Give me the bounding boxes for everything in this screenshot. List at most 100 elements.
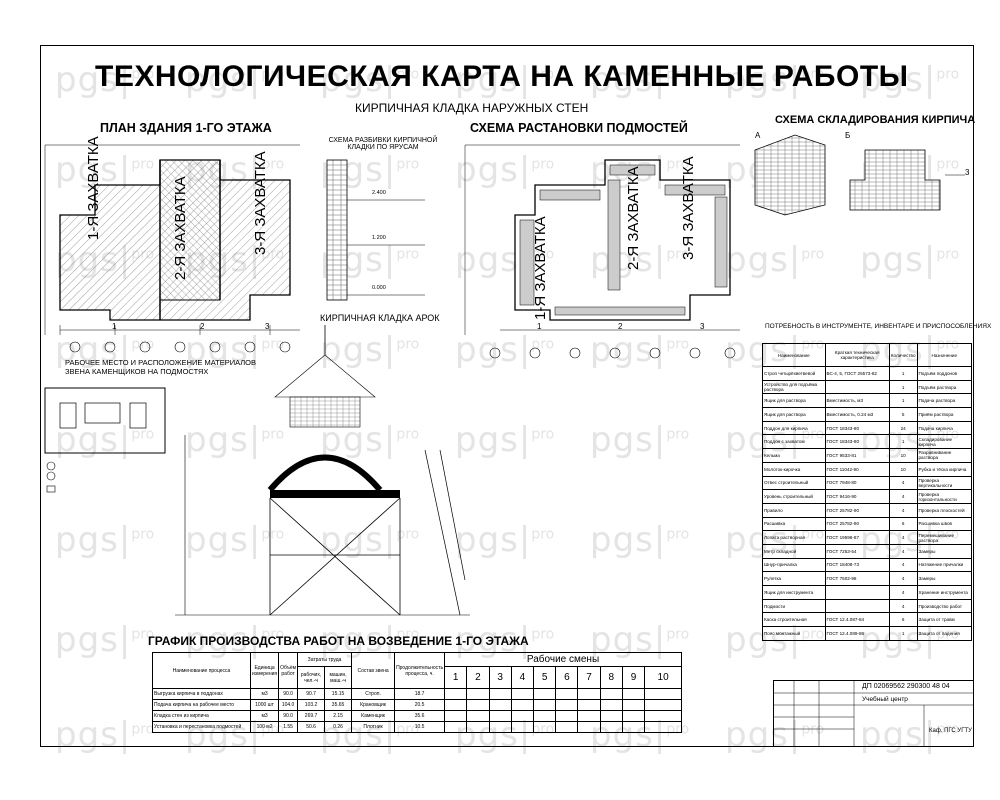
schedule-cell: Каменщик (351, 710, 396, 722)
stamp-org: Учебный центр (862, 696, 908, 703)
tier-mark-2: 1.200 (372, 235, 386, 241)
resource-cell: Замеры (916, 543, 972, 559)
resource-cell (824, 598, 890, 614)
resource-cell: 4 (888, 489, 918, 504)
scaffold-axis-2: 2 (618, 322, 623, 331)
schedule-cell: Крановщик (351, 699, 396, 711)
schedule-cell: 2.15 (324, 710, 353, 722)
storage-label-b: Б (845, 131, 851, 140)
resource-cell: ГОСТ 11042-90 (824, 461, 890, 477)
shift-cell (510, 699, 535, 711)
resource-cell: 4 (888, 598, 918, 614)
sched-header-unit: Единица измерения (249, 652, 280, 689)
res-header-char: Краткая техническая характеристика (824, 343, 890, 367)
schedule-cell: м3 (249, 710, 280, 722)
resource-cell: Подача раствора (916, 393, 972, 409)
tiers-title: СХЕМА РАЗБИВКИ КИРПИЧНОЙ КЛАДКИ ПО ЯРУСА… (328, 137, 438, 151)
scaffold-zone-2: 2-Я ЗАХВАТКА (625, 166, 642, 270)
plan-zone-2: 2-Я ЗАХВАТКА (172, 176, 189, 280)
shift-number: 9 (621, 666, 646, 689)
resource-cell: 10 (888, 448, 918, 463)
resource-cell: ГОСТ 18408-73 (824, 557, 890, 573)
schedule-cell: Установка и перестановка подмостей (152, 721, 251, 733)
shift-cell (532, 688, 557, 700)
plan-title: ПЛАН ЗДАНИЯ 1-ГО ЭТАЖА (100, 121, 272, 135)
resource-cell: Правило (762, 502, 826, 518)
resource-cell: 6 (888, 516, 918, 532)
page-title: ТЕХНОЛОГИЧЕСКАЯ КАРТА НА КАМЕННЫЕ РАБОТЫ (95, 60, 909, 93)
schedule-cell: 104.0 (278, 699, 299, 711)
resource-cell: 4 (888, 530, 918, 545)
resource-cell: Ящик для раствора (762, 407, 826, 422)
schedule-cell: м3 (249, 688, 280, 700)
sched-header-volume: Объём работ (278, 652, 299, 689)
resource-cell (824, 379, 890, 395)
resource-cell: ГОСТ 7502-98 (824, 571, 890, 586)
shift-cell (599, 688, 623, 700)
schedule-cell: 18.7 (394, 688, 446, 700)
shift-cell (444, 699, 468, 711)
tiers-drawing (326, 159, 425, 301)
resource-cell: ГОСТ 7253-54 (824, 543, 890, 559)
resource-cell: Защита от падения (916, 626, 972, 641)
plan-axis-3: 3 (265, 322, 270, 331)
shift-cell (555, 699, 579, 711)
res-header-qty: Количество (888, 343, 918, 367)
resource-cell: 10 (888, 461, 918, 477)
resource-cell: ВС-4, 5, ГОСТ 25573-82 (824, 366, 890, 381)
shift-cell (599, 710, 623, 722)
resource-cell: Защита от травм (916, 612, 972, 628)
schedule-cell: 50.6 (297, 721, 326, 733)
resource-cell: Производство работ (916, 598, 972, 614)
shift-number: 6 (555, 666, 579, 689)
resource-cell: Метр складной (762, 543, 826, 559)
schedule-cell: 10.5 (394, 721, 446, 733)
resource-cell: Пояс монтажный (762, 626, 826, 641)
shift-number: 4 (510, 666, 535, 689)
shift-cell (644, 688, 682, 700)
shift-cell (599, 721, 623, 733)
shift-cell (621, 699, 646, 711)
storage-drawing (754, 134, 965, 216)
shift-cell (444, 721, 468, 733)
resource-cell: Подъём поддонов (916, 366, 972, 381)
sched-header-labor-workers: рабочих, чел.-ч (297, 666, 326, 689)
schedule-cell: 90.0 (278, 710, 299, 722)
schedule-cell: 269.7 (297, 710, 326, 722)
resource-cell (824, 585, 890, 600)
resource-cell: Вместимость, 0.24 м3 (824, 407, 890, 422)
schedule-cell: Выгрузка кирпича в поддонах (152, 688, 251, 700)
resource-cell: Проверка горизонтальности (916, 489, 972, 504)
schedule-cell: 1.55 (278, 721, 299, 733)
resource-cell: Складирование кирпича (916, 434, 972, 450)
shift-cell (444, 710, 468, 722)
resource-cell: ГОСТ 9533-81 (824, 448, 890, 463)
resource-cell: 4 (888, 475, 918, 491)
plan-axis-2: 2 (200, 322, 205, 331)
shift-cell (555, 688, 579, 700)
resource-cell: ГОСТ 12.4.089-86 (824, 626, 890, 641)
resource-cell: Замеры (916, 571, 972, 586)
shift-cell (555, 721, 579, 733)
shift-number: 1 (444, 666, 468, 689)
shift-number: 2 (466, 666, 490, 689)
scaffold-title: СХЕМА РАСТАНОВКИ ПОДМОСТЕЙ (470, 121, 688, 135)
resource-cell: Устройство для подъёма раствора (762, 379, 826, 395)
scaffold-axis-1: 1 (537, 322, 542, 331)
resource-cell: Рубка и тёска кирпича (916, 461, 972, 477)
schedule-cell: 90.7 (297, 688, 326, 700)
resource-cell: ГОСТ 12.4.087-84 (824, 612, 890, 628)
shift-cell (621, 688, 646, 700)
drawing-sheet (40, 45, 974, 747)
scaffold-axis-3: 3 (700, 322, 705, 331)
resource-cell: 4 (888, 571, 918, 586)
shift-number: 10 (644, 666, 682, 689)
